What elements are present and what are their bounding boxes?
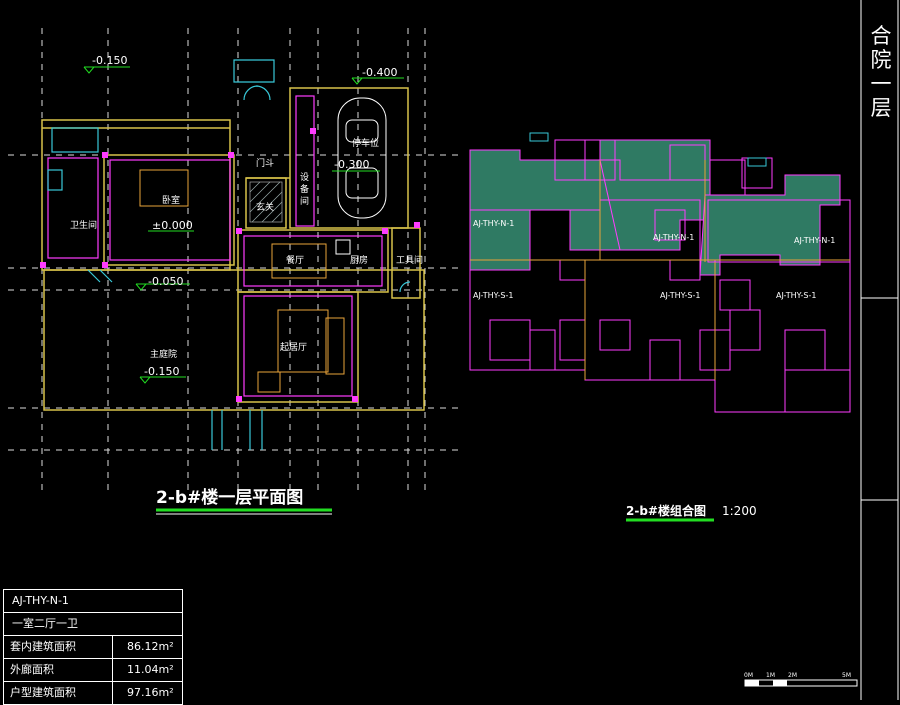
room-label-hall: 门斗 — [256, 157, 274, 169]
side-title-char: 一 — [870, 72, 892, 96]
table-label: 户型建筑面积 — [4, 682, 113, 704]
room-label-tools: 工具间 — [396, 254, 423, 266]
combo-scale: 1:200 — [722, 504, 757, 518]
level-text: -0.300 — [334, 158, 369, 171]
table-row: 户型建筑面积 97.16m² — [4, 682, 182, 705]
car-icon — [337, 97, 387, 219]
unit-label: AJ-THY-S-1 — [473, 291, 513, 300]
level-text: ±0.000 — [152, 219, 193, 232]
room-label-equipment-char: 设 — [300, 172, 309, 183]
room-label-equipment-char: 间 — [300, 195, 309, 207]
table-label: 套内建筑面积 — [4, 636, 113, 658]
scale-bar-segment — [745, 680, 759, 686]
foyer-hatch — [249, 181, 283, 223]
scale-bar-label: 2M — [788, 672, 797, 679]
area-table: AJ-THY-N-1 一室二厅一卫 套内建筑面积 86.12m² 外廊面积 11… — [3, 589, 183, 705]
columns — [40, 128, 420, 402]
combo-title: 2-b#楼组合图 — [626, 503, 706, 518]
scale-bar-label: 1M — [766, 672, 775, 679]
green-units — [469, 139, 841, 276]
plan-title: 2-b#楼一层平面图 — [156, 487, 303, 508]
unit-label: AJ-THY-N-1 — [794, 236, 835, 245]
room-label-equipment-char: 备 — [300, 183, 309, 195]
table-row: 外廊面积 11.04m² — [4, 659, 182, 682]
room-label-garden: 主庭院 — [150, 348, 177, 360]
table-row: AJ-THY-N-1 — [4, 590, 182, 613]
scale-bar-label: 0M — [744, 672, 753, 679]
floor-plan — [8, 28, 460, 490]
room-label-foyer: 玄关 — [256, 201, 274, 213]
drawing-frame — [860, 0, 899, 700]
inner-walls — [47, 95, 383, 397]
room-label-parking: 停车位 — [352, 137, 379, 149]
unit-label: AJ-THY-N-1 — [653, 233, 694, 242]
level-text: -0.050 — [148, 275, 183, 288]
room-label-kitchen: 厨房 — [350, 254, 368, 266]
scale-bar-label: 5M — [842, 672, 851, 679]
walls — [41, 87, 425, 411]
table-row: 一室二厅一卫 — [4, 613, 182, 636]
room-label-bath: 卫生间 — [70, 219, 97, 231]
level-text: -0.150 — [92, 54, 127, 67]
level-text: -0.400 — [362, 66, 397, 79]
combination-plan — [469, 132, 851, 413]
unit-dividers — [470, 160, 850, 380]
room-label-living: 起居厅 — [280, 342, 307, 353]
room-label-bedroom: 卧室 — [162, 194, 180, 206]
entry-marker — [529, 132, 549, 142]
side-title: 合 院 一 层 — [864, 24, 898, 120]
doors-windows — [47, 59, 411, 450]
unit-label: AJ-THY-S-1 — [776, 291, 816, 300]
room-label-dining: 餐厅 — [286, 254, 304, 266]
level-marks — [83, 66, 404, 384]
unit-label: AJ-THY-N-1 — [473, 219, 514, 228]
side-title-char: 层 — [870, 96, 892, 120]
entry-marker — [747, 157, 767, 167]
scale-bar-segment — [773, 680, 787, 686]
scale-bar: 0M 1M 2M 5M — [744, 672, 858, 687]
unit-layout: 一室二厅一卫 — [12, 617, 78, 630]
table-value: 97.16m² — [127, 686, 174, 699]
furniture — [139, 169, 351, 393]
room-label-equipment: 设 备 间 — [300, 172, 309, 207]
table-value: 11.04m² — [127, 663, 174, 676]
side-title-char: 合 — [870, 24, 892, 48]
unit-label: AJ-THY-S-1 — [660, 291, 700, 300]
side-title-char: 院 — [870, 48, 892, 72]
table-value: 86.12m² — [127, 640, 174, 653]
unit-type: AJ-THY-N-1 — [12, 594, 69, 607]
level-text: -0.150 — [144, 365, 179, 378]
scale-bar-frame — [744, 679, 858, 687]
table-label: 外廊面积 — [4, 659, 113, 681]
table-row: 套内建筑面积 86.12m² — [4, 636, 182, 659]
